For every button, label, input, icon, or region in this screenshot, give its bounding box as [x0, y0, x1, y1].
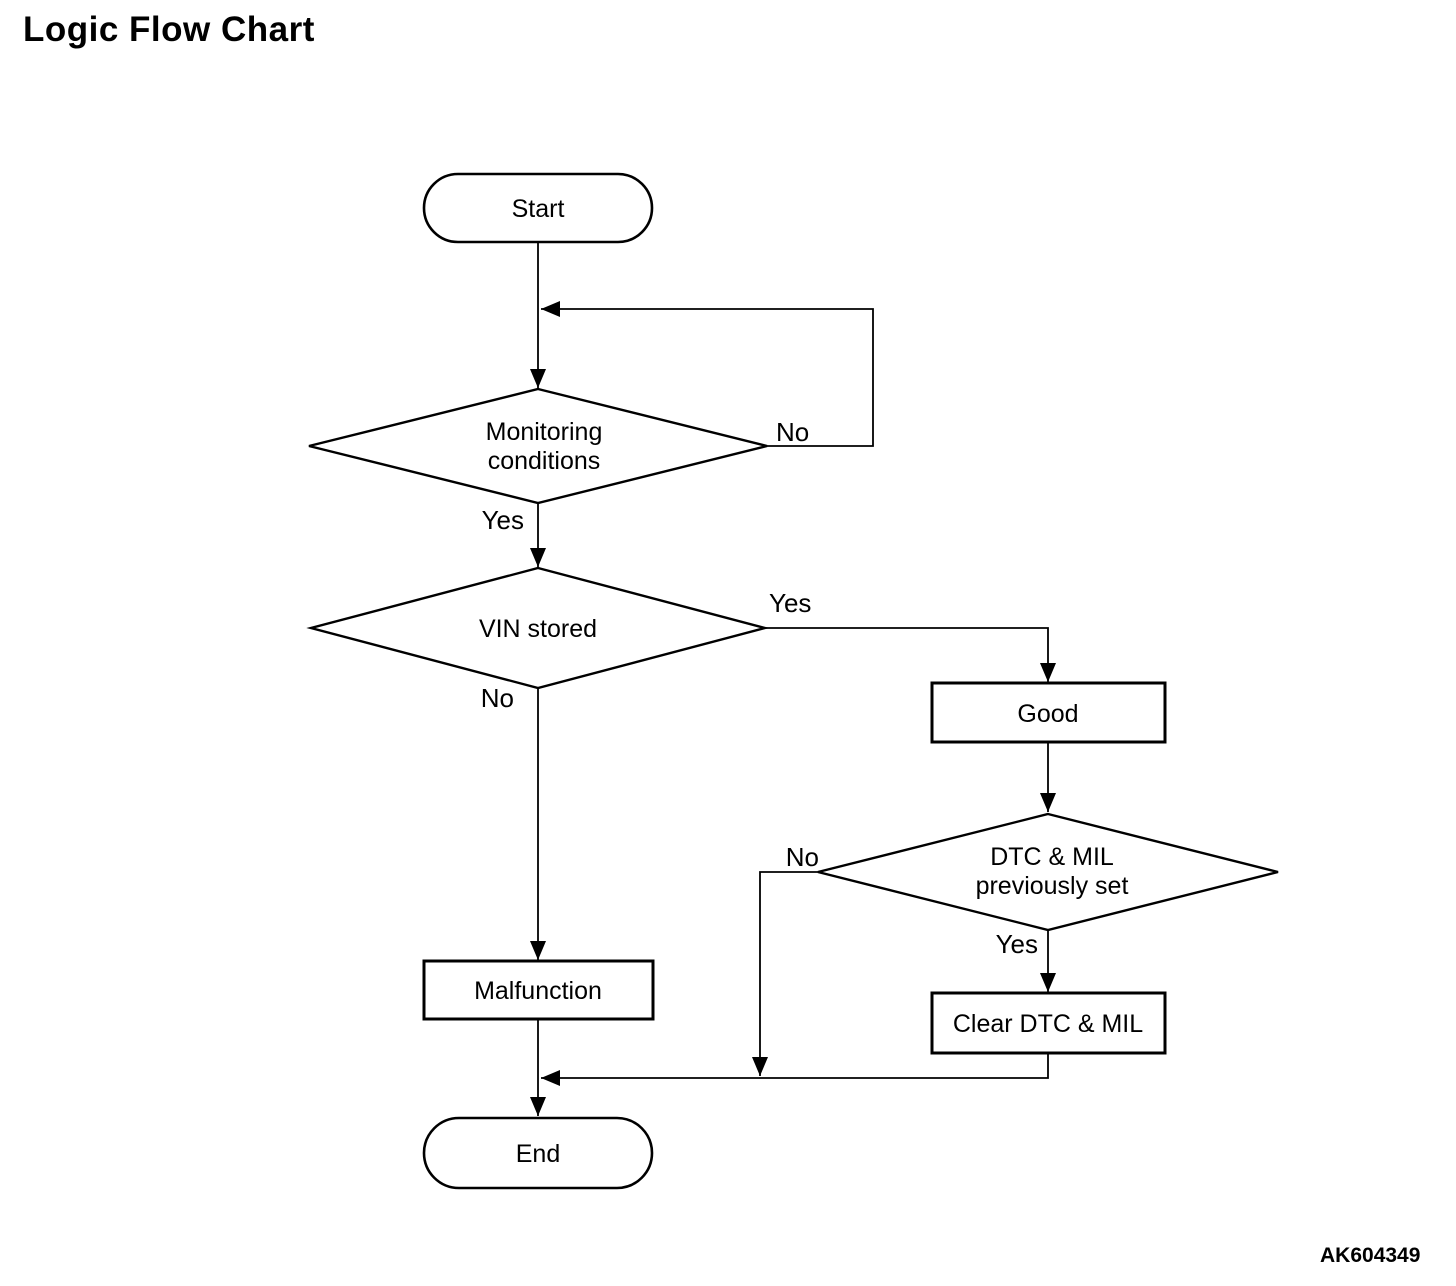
connector-monitoring-no-loop [541, 301, 874, 447]
good-shape [930, 681, 1167, 744]
edge-label-vin-yes: Yes [769, 588, 811, 618]
start-node-shape [422, 172, 654, 244]
monitoring-conditions-label-line2: conditions [488, 447, 601, 475]
dtc-mil-previously-set-decision: DTC & MIL previously set [817, 812, 1279, 932]
edge-label-monitoring-no: No [776, 417, 809, 447]
end-node: End [422, 1116, 654, 1190]
clear-dtc-mil-shape [930, 991, 1167, 1055]
connector-dtc-no-to-merge [752, 871, 818, 1076]
clear-dtc-mil-label: Clear DTC & MIL [953, 1010, 1143, 1038]
vin-stored-shape [306, 566, 770, 690]
figure-code: AK604349 [1320, 1244, 1421, 1267]
start-node-label: Start [512, 195, 565, 223]
monitoring-conditions-label-line1: Monitoring [486, 418, 603, 446]
connector-vin-yes-to-good [765, 627, 1056, 682]
dtc-mil-previously-set-shape [817, 812, 1279, 932]
clear-dtc-mil-process: Clear DTC & MIL [930, 991, 1167, 1055]
end-node-label: End [516, 1140, 560, 1168]
edge-label-monitoring-yes: Yes [482, 505, 524, 535]
malfunction-shape [422, 959, 655, 1021]
monitoring-conditions-shape [308, 387, 768, 505]
end-node-shape [422, 1116, 654, 1190]
connector-clear-to-merge [541, 1053, 1049, 1086]
page-title: Logic Flow Chart [23, 10, 315, 49]
malfunction-process: Malfunction [422, 959, 655, 1021]
malfunction-label: Malfunction [474, 977, 602, 1005]
monitoring-conditions-decision: Monitoring conditions [308, 387, 768, 505]
vin-stored-decision: VIN stored [306, 566, 770, 690]
vin-stored-label: VIN stored [479, 615, 597, 643]
edge-label-dtc-yes: Yes [996, 929, 1038, 959]
edge-label-vin-no: No [481, 683, 514, 713]
good-process: Good [930, 681, 1167, 744]
start-node: Start [422, 172, 654, 244]
edge-label-dtc-no: No [786, 842, 819, 872]
dtc-mil-label-line1: DTC & MIL [990, 843, 1114, 871]
dtc-mil-label-line2: previously set [976, 872, 1129, 900]
good-label: Good [1017, 700, 1078, 728]
